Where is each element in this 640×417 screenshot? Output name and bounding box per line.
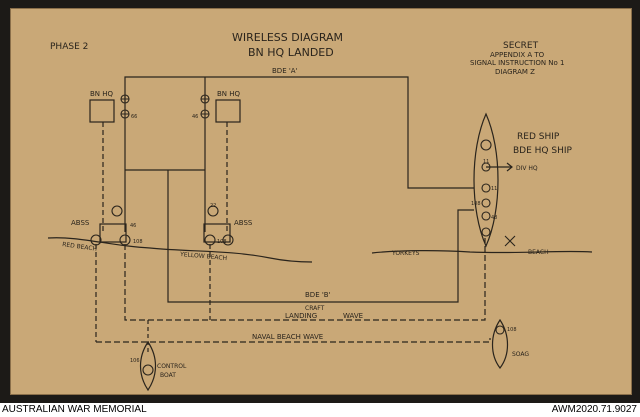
bn-hq-left-box <box>89 99 115 123</box>
paper-sheet <box>10 8 632 395</box>
bde-b-label: BDE 'B' <box>305 291 331 299</box>
set-number-66: 66 <box>131 114 137 120</box>
set-number-11-lower: 11 <box>491 186 497 192</box>
set-number-46-left: 46 <box>130 223 136 229</box>
soag-label: SOAG <box>512 351 529 358</box>
secret-diagram-ref: DIAGRAM Z <box>495 68 535 76</box>
abss-right-box <box>203 223 231 243</box>
bde-b-net-line <box>167 170 474 303</box>
naval-beach-wave-label: NAVAL BEACH WAVE <box>252 333 323 341</box>
phase-label: PHASE 2 <box>50 42 88 52</box>
left-aerial-symbol <box>120 94 130 119</box>
footer-accession: AWM2020.71.9027 <box>551 404 637 415</box>
bn-hq-right-box <box>215 99 241 123</box>
bn-hq-right-label: BN HQ <box>217 90 241 98</box>
red-ship-label: RED SHIP <box>517 132 560 142</box>
coastline-west <box>47 237 313 263</box>
yorkeys-label: YORKEYS <box>391 250 420 257</box>
set-number-108-left: 108 <box>133 239 143 245</box>
beach-crossed-flags-icon <box>504 235 516 247</box>
control-boat-hull <box>139 340 157 392</box>
set-number-22: 22 <box>210 203 216 209</box>
set-number-108-soag: 108 <box>507 327 517 333</box>
div-hq-arrow-head <box>506 162 513 172</box>
red-ship-hull <box>473 112 499 248</box>
diagram-title: WIRELESS DIAGRAM <box>232 31 343 44</box>
wireless-diagram: PHASE 2 WIRELESS DIAGRAM BN HQ LANDED SE… <box>47 31 593 392</box>
secret-appendix: APPENDIX A TO <box>490 51 545 59</box>
footer-credits: AUSTRALIAN WAR MEMORIAL AWM2020.71.9027 <box>0 403 640 417</box>
footer-source: AUSTRALIAN WAR MEMORIAL <box>2 404 147 415</box>
abss-left-label: ABSS <box>71 219 90 227</box>
landing-label: LANDING <box>285 312 317 320</box>
diagram-subtitle: BN HQ LANDED <box>248 46 334 59</box>
set-number-108-ship: 108 <box>471 201 481 207</box>
boat-label: BOAT <box>160 372 176 379</box>
set-number-11-upper: 11 <box>483 159 489 165</box>
bde-a-net-line <box>124 76 474 189</box>
yellow-beach-label: YELLOW BEACH <box>179 251 228 262</box>
div-hq-label: DIV HQ <box>516 165 538 172</box>
set-number-108-right: 108 <box>217 239 227 245</box>
beach-set-symbols <box>90 205 234 246</box>
soag-boat-hull <box>491 318 509 369</box>
secret-heading: SECRET <box>503 41 539 51</box>
bde-a-label: BDE 'A' <box>272 67 298 75</box>
landing-craft-wave-line <box>124 238 486 321</box>
naval-beach-wave-line <box>96 338 491 343</box>
wave-label: WAVE <box>343 312 363 320</box>
east-beach-label: BEACH <box>528 249 549 256</box>
set-number-106: 106 <box>130 358 140 364</box>
craft-label: CRAFT <box>305 305 325 312</box>
red-beach-label: RED BEACH <box>62 241 98 253</box>
right-aerial-symbol <box>200 94 210 119</box>
set-number-48: 48 <box>491 215 497 221</box>
ship-set-symbols <box>142 139 505 376</box>
bde-hq-ship-label: BDE HQ SHIP <box>513 146 572 156</box>
bn-hq-left-label: BN HQ <box>90 90 114 98</box>
set-number-46-upper: 46 <box>192 114 198 120</box>
coastline-east <box>371 250 593 254</box>
control-label: CONTROL <box>157 363 187 370</box>
abss-left-box <box>99 223 127 243</box>
secret-instruction: SIGNAL INSTRUCTION No 1 <box>470 59 565 67</box>
abss-right-label: ABSS <box>234 219 253 227</box>
